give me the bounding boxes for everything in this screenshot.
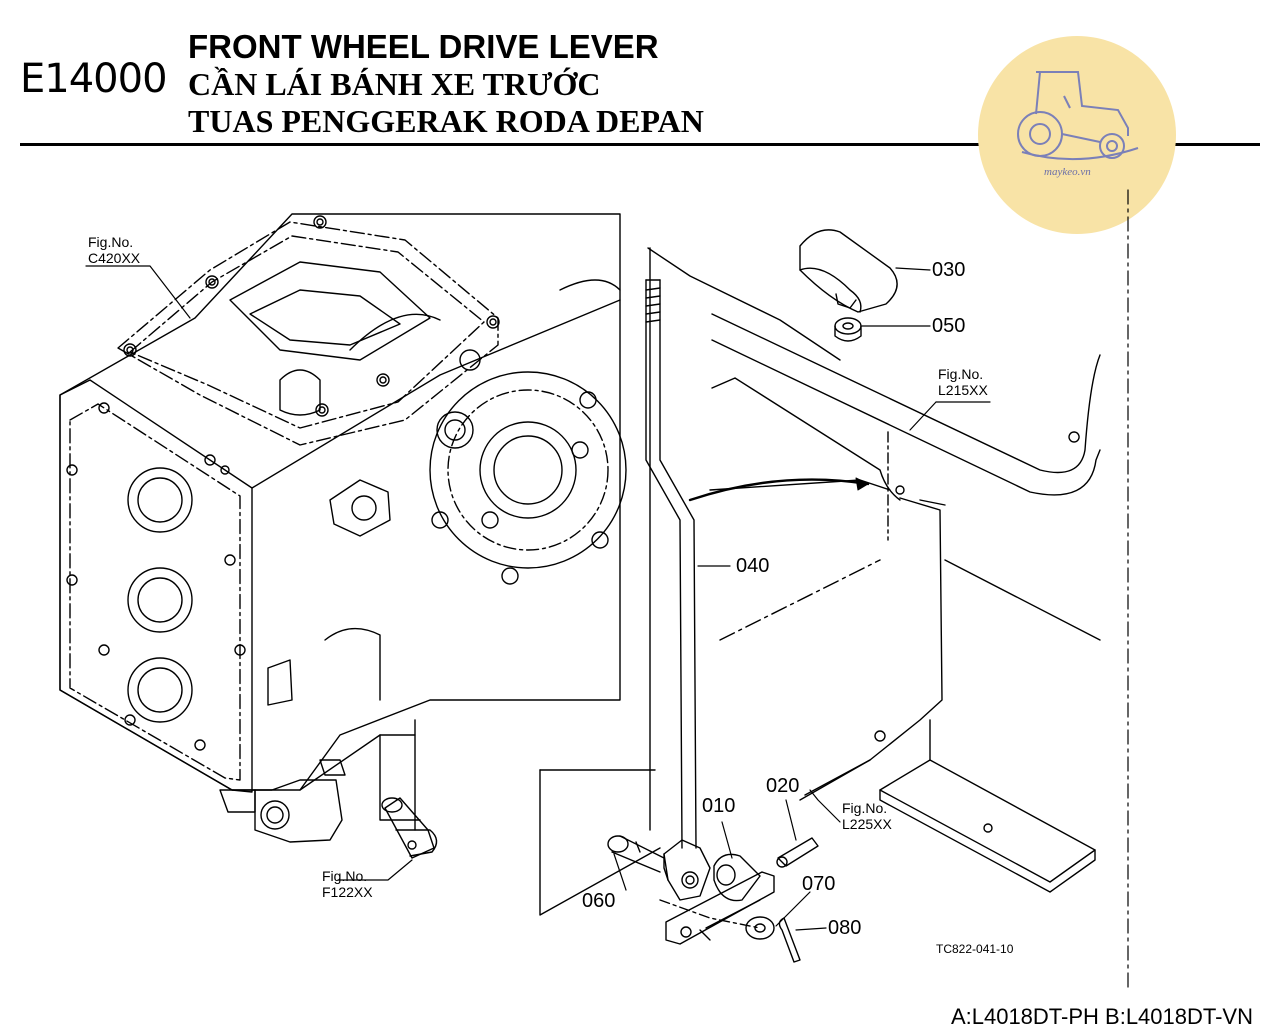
title-english: FRONT WHEEL DRIVE LEVER bbox=[188, 28, 659, 65]
fig-ref-l225[interactable]: Fig.No. L225XX bbox=[842, 800, 892, 832]
fig-ref-code: L225XX bbox=[842, 816, 892, 832]
fig-ref-l215[interactable]: Fig.No. L215XX bbox=[938, 366, 988, 398]
fig-ref-prefix: Fig.No. bbox=[938, 366, 984, 382]
fig-ref-code: L215XX bbox=[938, 382, 988, 398]
fig-ref-prefix: Fig.No. bbox=[322, 868, 368, 884]
fender-panel bbox=[709, 313, 1101, 893]
part-label-040: 040 bbox=[736, 555, 770, 577]
drawing-reference: TC822-041-10 bbox=[936, 942, 1014, 956]
lever-rod bbox=[645, 279, 697, 849]
fig-ref-prefix: Fig.No. bbox=[88, 234, 134, 250]
fig-ref-f122[interactable]: Fig.No. F122XX bbox=[322, 868, 373, 900]
direction-arrow bbox=[688, 478, 870, 502]
fig-ref-prefix: Fig.No. bbox=[842, 800, 888, 816]
fig-ref-code: F122XX bbox=[322, 884, 373, 900]
part-label-050: 050 bbox=[932, 315, 966, 337]
leader-frame bbox=[539, 247, 841, 916]
model-applicability: A:L4018DT-PH B:L4018DT-VN bbox=[950, 1004, 1253, 1029]
collar bbox=[834, 317, 862, 342]
header-rule bbox=[20, 143, 1260, 146]
part-label-030: 030 bbox=[932, 259, 966, 281]
lever-knob bbox=[799, 229, 898, 313]
part-label-070: 070 bbox=[802, 873, 836, 895]
transmission-housing bbox=[59, 213, 627, 859]
part-label-010: 010 bbox=[702, 795, 736, 817]
watermark-logo bbox=[978, 36, 1176, 234]
section-code: E14000 bbox=[20, 56, 168, 102]
leader-lines bbox=[85, 189, 1129, 991]
title-indonesian: TUAS PENGGERAK RODA DEPAN bbox=[188, 103, 704, 139]
fig-ref-code: C420XX bbox=[88, 250, 141, 266]
watermark-text: maykeo.vn bbox=[1044, 166, 1091, 178]
fig-ref-c420[interactable]: Fig.No. C420XX bbox=[88, 234, 140, 266]
tractor-icon bbox=[1017, 71, 1139, 161]
part-label-020: 020 bbox=[766, 775, 800, 797]
part-label-060: 060 bbox=[582, 890, 616, 912]
lower-linkage bbox=[607, 835, 819, 963]
part-label-080: 080 bbox=[828, 917, 862, 939]
title-vietnamese: CẦN LÁI BÁNH XE TRƯỚC bbox=[188, 66, 601, 102]
